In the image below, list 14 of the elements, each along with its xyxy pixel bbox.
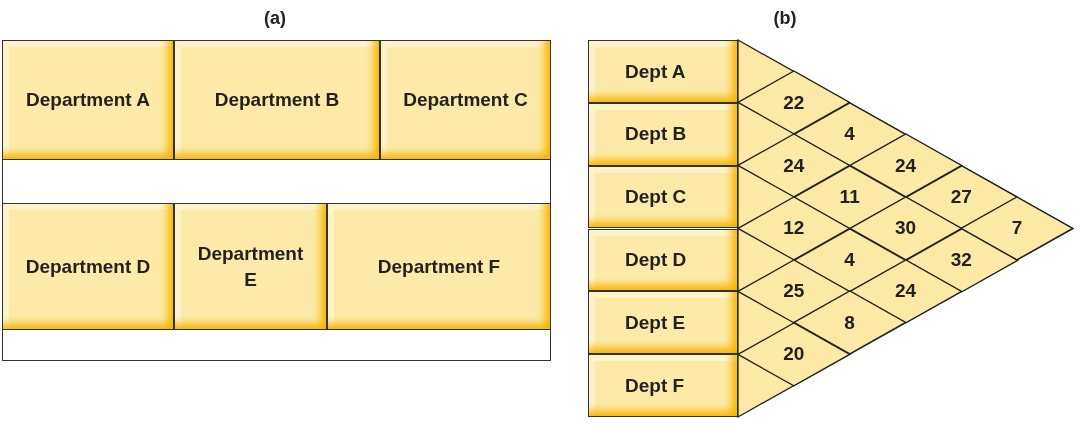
department-row: Dept C [588,165,738,229]
department-area: Department D [2,203,174,330]
department-row: Dept A [588,40,738,103]
panel-label: (a) [263,8,287,29]
department-row: Dept B [588,102,738,166]
department-row: Dept D [588,228,738,292]
department-row: Dept E [588,291,738,355]
department-area: Department F [327,203,551,330]
department-area: Department B [174,40,380,160]
department-area: Department A [2,40,174,160]
panel-label: (b) [772,8,798,29]
department-area: Department C [380,40,551,160]
department-row: Dept F [588,354,738,417]
department-area: Department E [174,203,327,330]
